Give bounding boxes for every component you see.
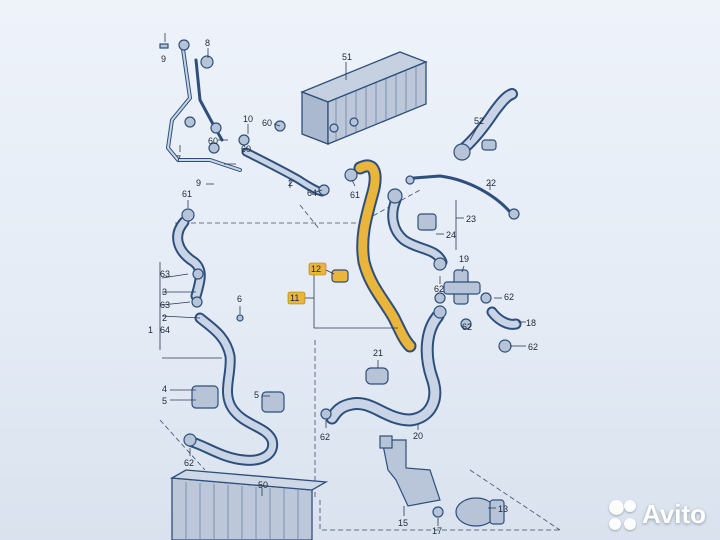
label-62e[interactable]: 62 [320,432,330,442]
avito-logo-icon [608,499,636,530]
avito-watermark: Avito [608,499,706,530]
hose-18 [486,306,522,353]
label-2b[interactable]: 2 [162,313,167,323]
label-9a[interactable]: 9 [161,54,166,64]
leader-lines [159,33,526,526]
label-60b[interactable]: 60 [208,136,218,146]
hose-11-highlighted [331,159,417,353]
label-51[interactable]: 51 [342,52,352,62]
hose-1-left [172,208,285,466]
label-62f[interactable]: 62 [184,458,194,468]
label-61a[interactable]: 61 [350,190,360,200]
pipe-22 [412,174,520,220]
label-24[interactable]: 24 [446,230,456,240]
label-63a[interactable]: 63 [160,269,170,279]
label-4[interactable]: 4 [162,384,167,394]
label-63b[interactable]: 63 [160,300,170,310]
hose-20 [320,305,472,427]
label-13[interactable]: 13 [498,504,508,514]
label-9b[interactable]: 9 [196,178,201,188]
label-17[interactable]: 17 [432,526,442,536]
label-10[interactable]: 10 [243,114,253,124]
label-20[interactable]: 20 [413,431,423,441]
label-11[interactable]: 11 [290,293,299,303]
part-labels: 8 9 51 52 10 60 60 60 7 9 2 64 61 61 22 … [148,38,538,536]
label-2a[interactable]: 2 [288,178,293,188]
coolant-pump-13 [432,497,505,527]
label-62b[interactable]: 62 [504,292,514,302]
label-60a[interactable]: 60 [262,118,272,128]
label-6[interactable]: 6 [237,294,242,304]
metal-pipe-assembly [159,39,242,172]
label-22[interactable]: 22 [486,178,496,188]
label-61b[interactable]: 61 [182,189,192,199]
label-12[interactable]: 12 [311,264,321,274]
label-62a[interactable]: 62 [434,284,444,294]
label-5[interactable]: 5 [162,396,167,406]
label-19[interactable]: 19 [459,254,469,264]
t-piece-19 [434,269,492,305]
label-12-highlight [308,262,327,276]
label-60c[interactable]: 60 [241,144,251,154]
label-11-highlight [287,291,306,305]
label-64a[interactable]: 64 [307,188,317,198]
label-8[interactable]: 8 [205,38,210,48]
label-7[interactable]: 7 [176,154,181,164]
clamp-21 [365,367,389,385]
label-5b-arrow[interactable]: 5 [254,390,259,400]
label-50[interactable]: 50 [258,480,268,490]
radiator [169,469,329,540]
pipe-52 [453,88,518,161]
label-23[interactable]: 23 [466,214,476,224]
bracket-15 [379,435,441,507]
heater-core [300,51,428,145]
label-3[interactable]: 3 [162,287,167,297]
label-62d[interactable]: 62 [528,342,538,352]
label-21[interactable]: 21 [373,348,383,358]
label-64b[interactable]: 64 [160,325,170,335]
watermark-text: Avito [641,499,706,529]
label-15[interactable]: 15 [398,518,408,528]
label-1[interactable]: 1 [148,325,153,335]
label-18[interactable]: 18 [526,318,536,328]
label-62c[interactable]: 62 [462,322,472,332]
hose-23-24 [387,175,448,271]
label-52[interactable]: 52 [474,116,484,126]
